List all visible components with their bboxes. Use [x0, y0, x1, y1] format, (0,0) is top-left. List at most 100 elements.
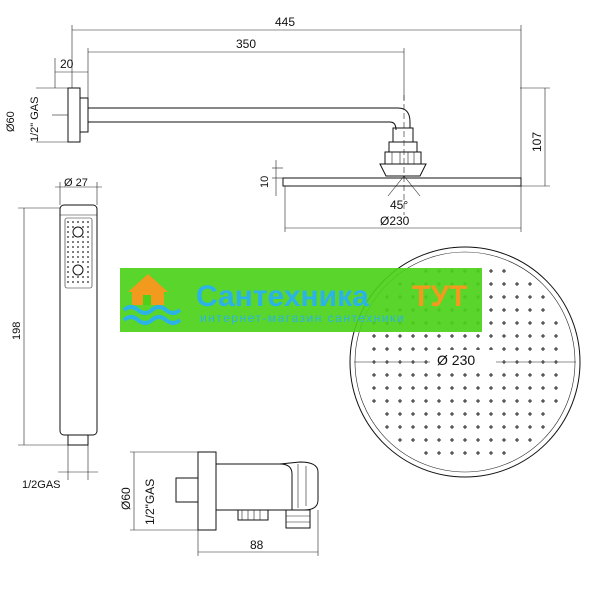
- nozzle: [424, 438, 428, 442]
- nozzle: [489, 269, 493, 273]
- nozzle: [82, 251, 84, 253]
- nozzle: [450, 334, 454, 338]
- dim-flange-diameter: Ø60: [5, 111, 17, 132]
- nozzle: [411, 438, 415, 442]
- nozzle: [77, 256, 79, 258]
- dim-outlet-diameter: Ø60: [119, 487, 133, 510]
- nozzle: [77, 241, 79, 243]
- nozzle: [528, 308, 532, 312]
- nozzle: [87, 281, 89, 283]
- nozzle: [87, 266, 89, 268]
- nozzle: [541, 399, 545, 403]
- nozzle: [528, 373, 532, 377]
- nozzle: [411, 425, 415, 429]
- nozzle: [528, 282, 532, 286]
- nozzle: [67, 266, 69, 268]
- nozzle: [424, 373, 428, 377]
- nozzle: [502, 269, 506, 273]
- nozzle: [398, 399, 402, 403]
- nozzle: [476, 386, 480, 390]
- nozzle: [489, 321, 493, 325]
- nozzle: [463, 334, 467, 338]
- nozzle: [502, 412, 506, 416]
- nozzle: [424, 425, 428, 429]
- nozzle: [528, 412, 532, 416]
- nozzle: [372, 334, 376, 338]
- nozzle: [502, 321, 506, 325]
- nozzle: [411, 347, 415, 351]
- nozzle: [476, 412, 480, 416]
- nozzle: [502, 282, 506, 286]
- nozzle: [72, 251, 74, 253]
- nozzle: [67, 276, 69, 278]
- nozzle: [463, 399, 467, 403]
- nozzle: [554, 321, 558, 325]
- dim-hand-length: 198: [11, 322, 23, 340]
- wall-outlet-view: Ø60 1/2"GAS 88: [119, 451, 319, 556]
- nozzle: [385, 334, 389, 338]
- nozzle: [502, 308, 506, 312]
- nozzle: [424, 399, 428, 403]
- nozzle: [424, 386, 428, 390]
- nozzle: [528, 334, 532, 338]
- nozzle: [82, 226, 84, 228]
- nozzle: [541, 412, 545, 416]
- watermark-brand: Сантехника: [196, 280, 369, 313]
- nozzle: [489, 386, 493, 390]
- nozzle: [541, 334, 545, 338]
- nozzle: [411, 373, 415, 377]
- nozzle: [528, 386, 532, 390]
- watermark-brand-accent: ТУТ: [412, 280, 467, 313]
- nozzle: [411, 412, 415, 416]
- nozzle: [385, 347, 389, 351]
- nozzle: [541, 295, 545, 299]
- nozzle: [502, 295, 506, 299]
- nozzle: [489, 399, 493, 403]
- nozzle: [515, 282, 519, 286]
- nozzle: [515, 386, 519, 390]
- nozzle: [502, 334, 506, 338]
- nozzle: [437, 373, 441, 377]
- nozzle: [450, 438, 454, 442]
- nozzle: [463, 373, 467, 377]
- nozzle: [77, 251, 79, 253]
- nozzle: [82, 241, 84, 243]
- nozzle: [67, 241, 69, 243]
- nozzle: [528, 399, 532, 403]
- nozzle: [554, 347, 558, 351]
- nozzle: [528, 425, 532, 429]
- nozzle: [411, 399, 415, 403]
- nozzle: [515, 425, 519, 429]
- nozzle: [72, 246, 74, 248]
- nozzle: [82, 221, 84, 223]
- nozzle: [489, 451, 493, 455]
- nozzle: [463, 386, 467, 390]
- watermark: Сантехника ТУТ интернет-магазин сантехни…: [120, 268, 482, 332]
- nozzle: [528, 347, 532, 351]
- nozzle: [72, 261, 74, 263]
- nozzle: [476, 425, 480, 429]
- nozzle: [67, 231, 69, 233]
- nozzle: [398, 386, 402, 390]
- dim-arm-total: 445: [275, 15, 295, 29]
- nozzle: [463, 451, 467, 455]
- nozzle: [554, 373, 558, 377]
- dim-arm-thread: 1/2" GAS: [29, 97, 41, 142]
- watermark-tagline: интернет-магазин сантехники: [200, 311, 405, 325]
- nozzle: [450, 386, 454, 390]
- nozzle: [515, 412, 519, 416]
- nozzle: [424, 334, 428, 338]
- nozzle: [424, 451, 428, 455]
- nozzle: [554, 399, 558, 403]
- nozzle: [77, 276, 79, 278]
- nozzle: [72, 276, 74, 278]
- nozzle: [515, 347, 519, 351]
- nozzle: [489, 438, 493, 442]
- nozzle: [450, 425, 454, 429]
- nozzle: [411, 386, 415, 390]
- nozzle: [398, 334, 402, 338]
- nozzle: [72, 241, 74, 243]
- nozzle: [67, 281, 69, 283]
- nozzle: [87, 251, 89, 253]
- nozzle: [398, 412, 402, 416]
